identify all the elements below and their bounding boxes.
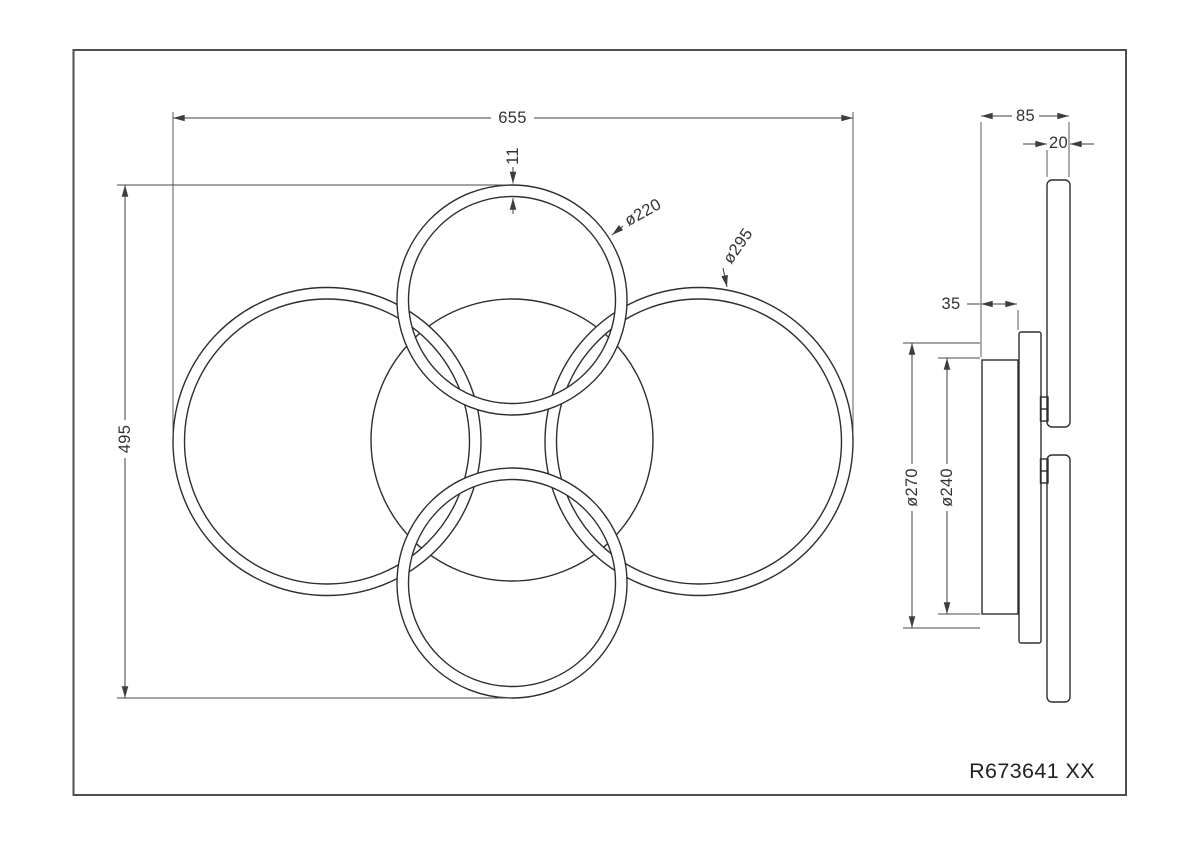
- dim-ring-profile: 11: [504, 147, 522, 214]
- dim-canopy-inner-diameter: ø240: [938, 357, 980, 615]
- leader-line: [611, 225, 624, 236]
- large-rings-profile: [1018, 331, 1042, 644]
- dim-ring-profile-label: 11: [504, 147, 522, 165]
- dim-overall-width-label: 655: [498, 109, 526, 127]
- left-large-ring: [172, 286, 482, 597]
- front-view: 655 495 11 ø220: [116, 109, 854, 699]
- top-small-ring: [396, 184, 628, 416]
- dim-canopy-depth: 35: [942, 295, 1019, 330]
- dim-overall-height: 495: [116, 184, 512, 699]
- part-number: R673641 XX: [969, 759, 1095, 783]
- lower-connector-clip: [1039, 458, 1049, 484]
- bottom-ring-profile: [1046, 454, 1071, 703]
- dim-overall-height-label: 495: [116, 425, 134, 453]
- canopy-plate-circle: [370, 298, 654, 582]
- dim-ring-depth-label: 20: [1049, 134, 1068, 152]
- dim-canopy-outer-diameter-label: ø270: [903, 468, 921, 507]
- upper-connector-clip: [1039, 396, 1049, 422]
- top-ring-profile: [1046, 179, 1071, 428]
- dim-canopy-depth-label: 35: [942, 295, 961, 313]
- dim-canopy-inner-diameter-label: ø240: [938, 468, 956, 507]
- dim-total-depth: 85: [980, 107, 1070, 357]
- dim-ring-depth: 20: [1023, 134, 1094, 177]
- side-view: 85 20 35 ø270: [903, 107, 1094, 703]
- canopy-plate-profile: [981, 359, 1019, 615]
- dim-canopy-outer-diameter: ø270: [903, 342, 980, 629]
- bottom-small-ring: [396, 467, 628, 699]
- dim-total-depth-label: 85: [1016, 107, 1035, 125]
- drawing-border: [72, 49, 1127, 796]
- dim-overall-width: 655: [172, 109, 854, 436]
- leader-line: [721, 267, 728, 288]
